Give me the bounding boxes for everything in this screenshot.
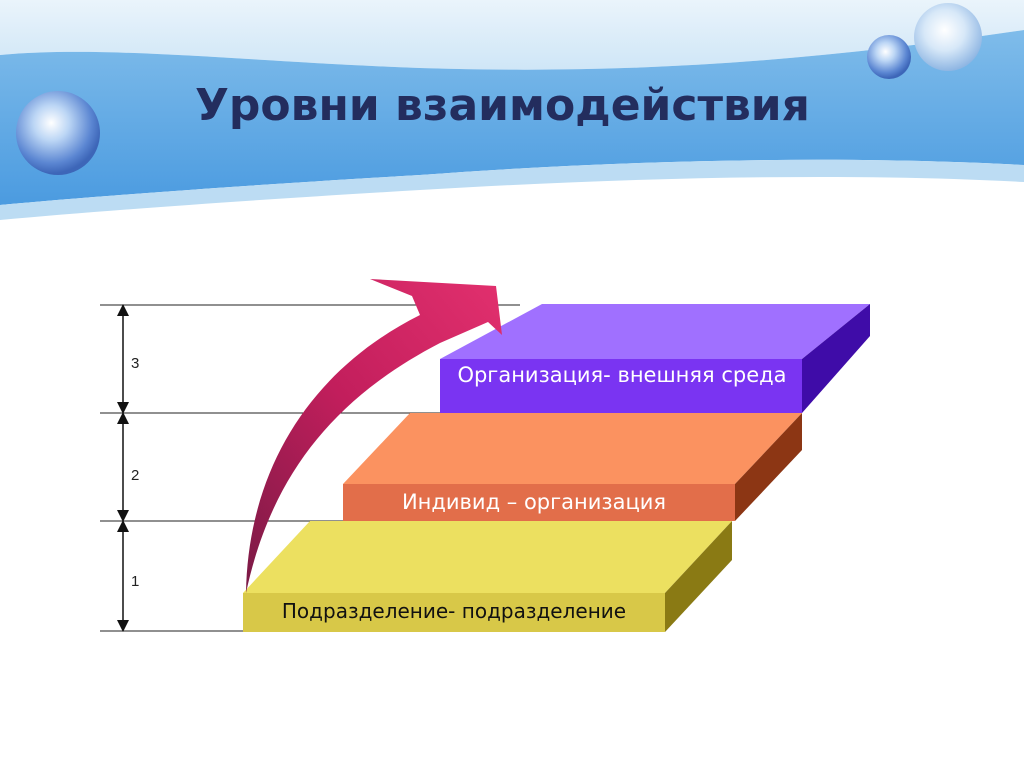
bubble-icon [16,91,100,175]
level-1-step [243,521,732,632]
level-3-number: 3 [131,355,140,372]
level-2-step [343,413,802,521]
level-2-label: Индивид – организация [401,490,667,514]
level-3-step [440,304,870,413]
level-3-label: Организация- внешняя среда [457,363,787,387]
bubble-icon [914,3,982,71]
level-2-number: 2 [131,467,140,484]
header-background [0,0,1024,220]
growth-arrow-icon [246,279,502,593]
level-1-number: 1 [131,573,140,590]
level-1-label: Подразделение- подразделение [281,599,627,623]
slide-title: Уровни взаимодействия [195,80,810,131]
bubble-icon [867,35,911,79]
